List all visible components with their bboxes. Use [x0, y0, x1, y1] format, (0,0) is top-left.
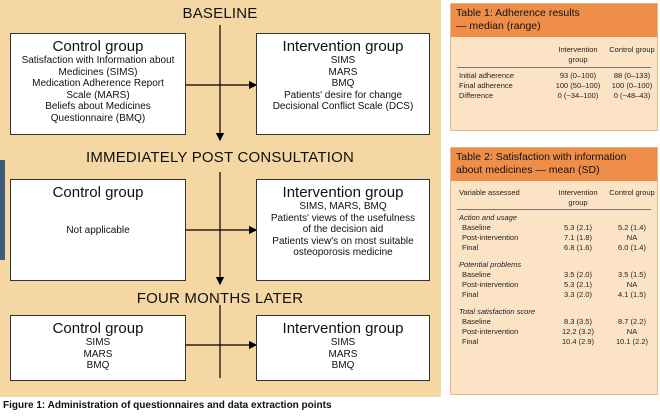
table-row: Initial adherence 93 (0–100) 88 (0–133) [459, 71, 651, 80]
box-line: Scale (MARS) [66, 89, 130, 101]
table2-header-row: Variable assessed Intervention group Con… [451, 186, 657, 208]
table-row: Post-intervention 12.2 (3.2) NA [462, 327, 638, 336]
box-line: Decisional Conflict Scale (DCS) [272, 101, 414, 112]
table-row: Final 10.4 (2.9) 10.1 (2.2) [462, 337, 649, 346]
box-line: BMQ [86, 360, 110, 371]
box-line: Satisfaction with Information about [21, 55, 175, 66]
intervention-group-box-post: Intervention group SIMS, MARS, BMQ Patie… [256, 179, 430, 281]
sidebar-accent [0, 160, 5, 260]
box-line: of the decision aid [302, 224, 384, 235]
box-line: osteoporosis medicine [293, 247, 393, 258]
box-line: SIMS [330, 55, 356, 66]
column-header: Intervention group [558, 45, 598, 64]
table-row: Baseline 3.5 (2.0) 3.5 (1.5) [462, 270, 646, 279]
box-line: SIMS [330, 337, 356, 348]
box-line: Questionnaire (BMQ) [50, 112, 146, 124]
column-header: Variable assessed [459, 188, 520, 197]
table-row: Baseline 8.3 (3.5) 8.7 (2.2) [462, 317, 646, 326]
box-title: Intervention group [282, 320, 404, 337]
box-line: MARS [328, 348, 358, 360]
table2-panel: Table 2: Satisfaction with information a… [450, 147, 658, 395]
intervention-group-box-four-months: Intervention group SIMS MARS BMQ [256, 315, 430, 381]
table2-rule [457, 209, 651, 210]
box-title: Intervention group [282, 38, 404, 55]
box-line: SIMS [85, 337, 111, 348]
table-row: Post-intervention 5.3 (2.1) NA [462, 280, 638, 289]
table-row: Post-intervention 7.1 (1.8) NA [462, 233, 638, 242]
control-group-box-post: Control group Not applicable [10, 179, 186, 281]
control-group-box-baseline: Control group Satisfaction with Informat… [10, 33, 186, 135]
table2-title: Table 2: Satisfaction with information a… [451, 148, 657, 181]
box-line: MARS [83, 348, 113, 360]
table-row: Difference 0 (−34–100) 0 (−48–43) [459, 91, 651, 100]
stage-title-baseline: BASELINE [182, 5, 258, 22]
column-header: Control group [609, 188, 655, 197]
box-line: Beliefs about Medicines [45, 101, 151, 112]
table-row: Final adherence 100 (50–100) 100 (0–100) [459, 81, 653, 90]
box-title: Control group [52, 38, 144, 55]
box-line: Medication Adherence Report [32, 78, 164, 89]
stage-title-post-consultation: IMMEDIATELY POST CONSULTATION [85, 149, 355, 166]
table1-panel: Table 1: Adherence results — median (ran… [450, 3, 658, 131]
section-heading: Action and usage [459, 213, 517, 222]
box-line: BMQ [331, 360, 355, 371]
section-heading: Potential problems [459, 260, 522, 269]
section-heading: Total satisfaction score [459, 307, 536, 316]
box-line: MARS [328, 66, 358, 78]
table1-header-row: Intervention group Control group [451, 43, 657, 65]
box-line: Patients' desire for change [283, 89, 403, 101]
table1-rule [457, 67, 651, 68]
box-line: Medicines (SIMS) [58, 66, 138, 78]
box-line: Patients view's on most suitable [272, 235, 414, 247]
table-row: Final 3.3 (2.0) 4.1 (1.5) [462, 290, 646, 299]
intervention-group-box-baseline: Intervention group SIMS MARS BMQ Patient… [256, 33, 430, 135]
box-title: Control group [52, 184, 144, 201]
box-line: Not applicable [66, 225, 130, 236]
table1-title: Table 1: Adherence results — median (ran… [451, 4, 657, 37]
flow-arrows [177, 25, 258, 378]
control-group-box-four-months: Control group SIMS MARS BMQ [10, 315, 186, 381]
box-line: Patients' views of the usefulness [270, 212, 416, 224]
table-row: Final 6.8 (1.6) 6.0 (1.4) [462, 243, 646, 252]
figure-caption: Figure 1: Administration of questionnair… [3, 400, 332, 411]
table-row: Baseline 5.3 (2.1) 5.2 (1.4) [462, 223, 646, 232]
column-header: Control group [609, 45, 655, 54]
stage-title-four-months: FOUR MONTHS LATER [136, 290, 304, 307]
box-title: Intervention group [282, 184, 404, 201]
box-title: Control group [52, 320, 144, 337]
column-header: Intervention group [558, 188, 598, 207]
box-line: BMQ [331, 78, 355, 89]
box-line: SIMS, MARS, BMQ [299, 201, 387, 212]
